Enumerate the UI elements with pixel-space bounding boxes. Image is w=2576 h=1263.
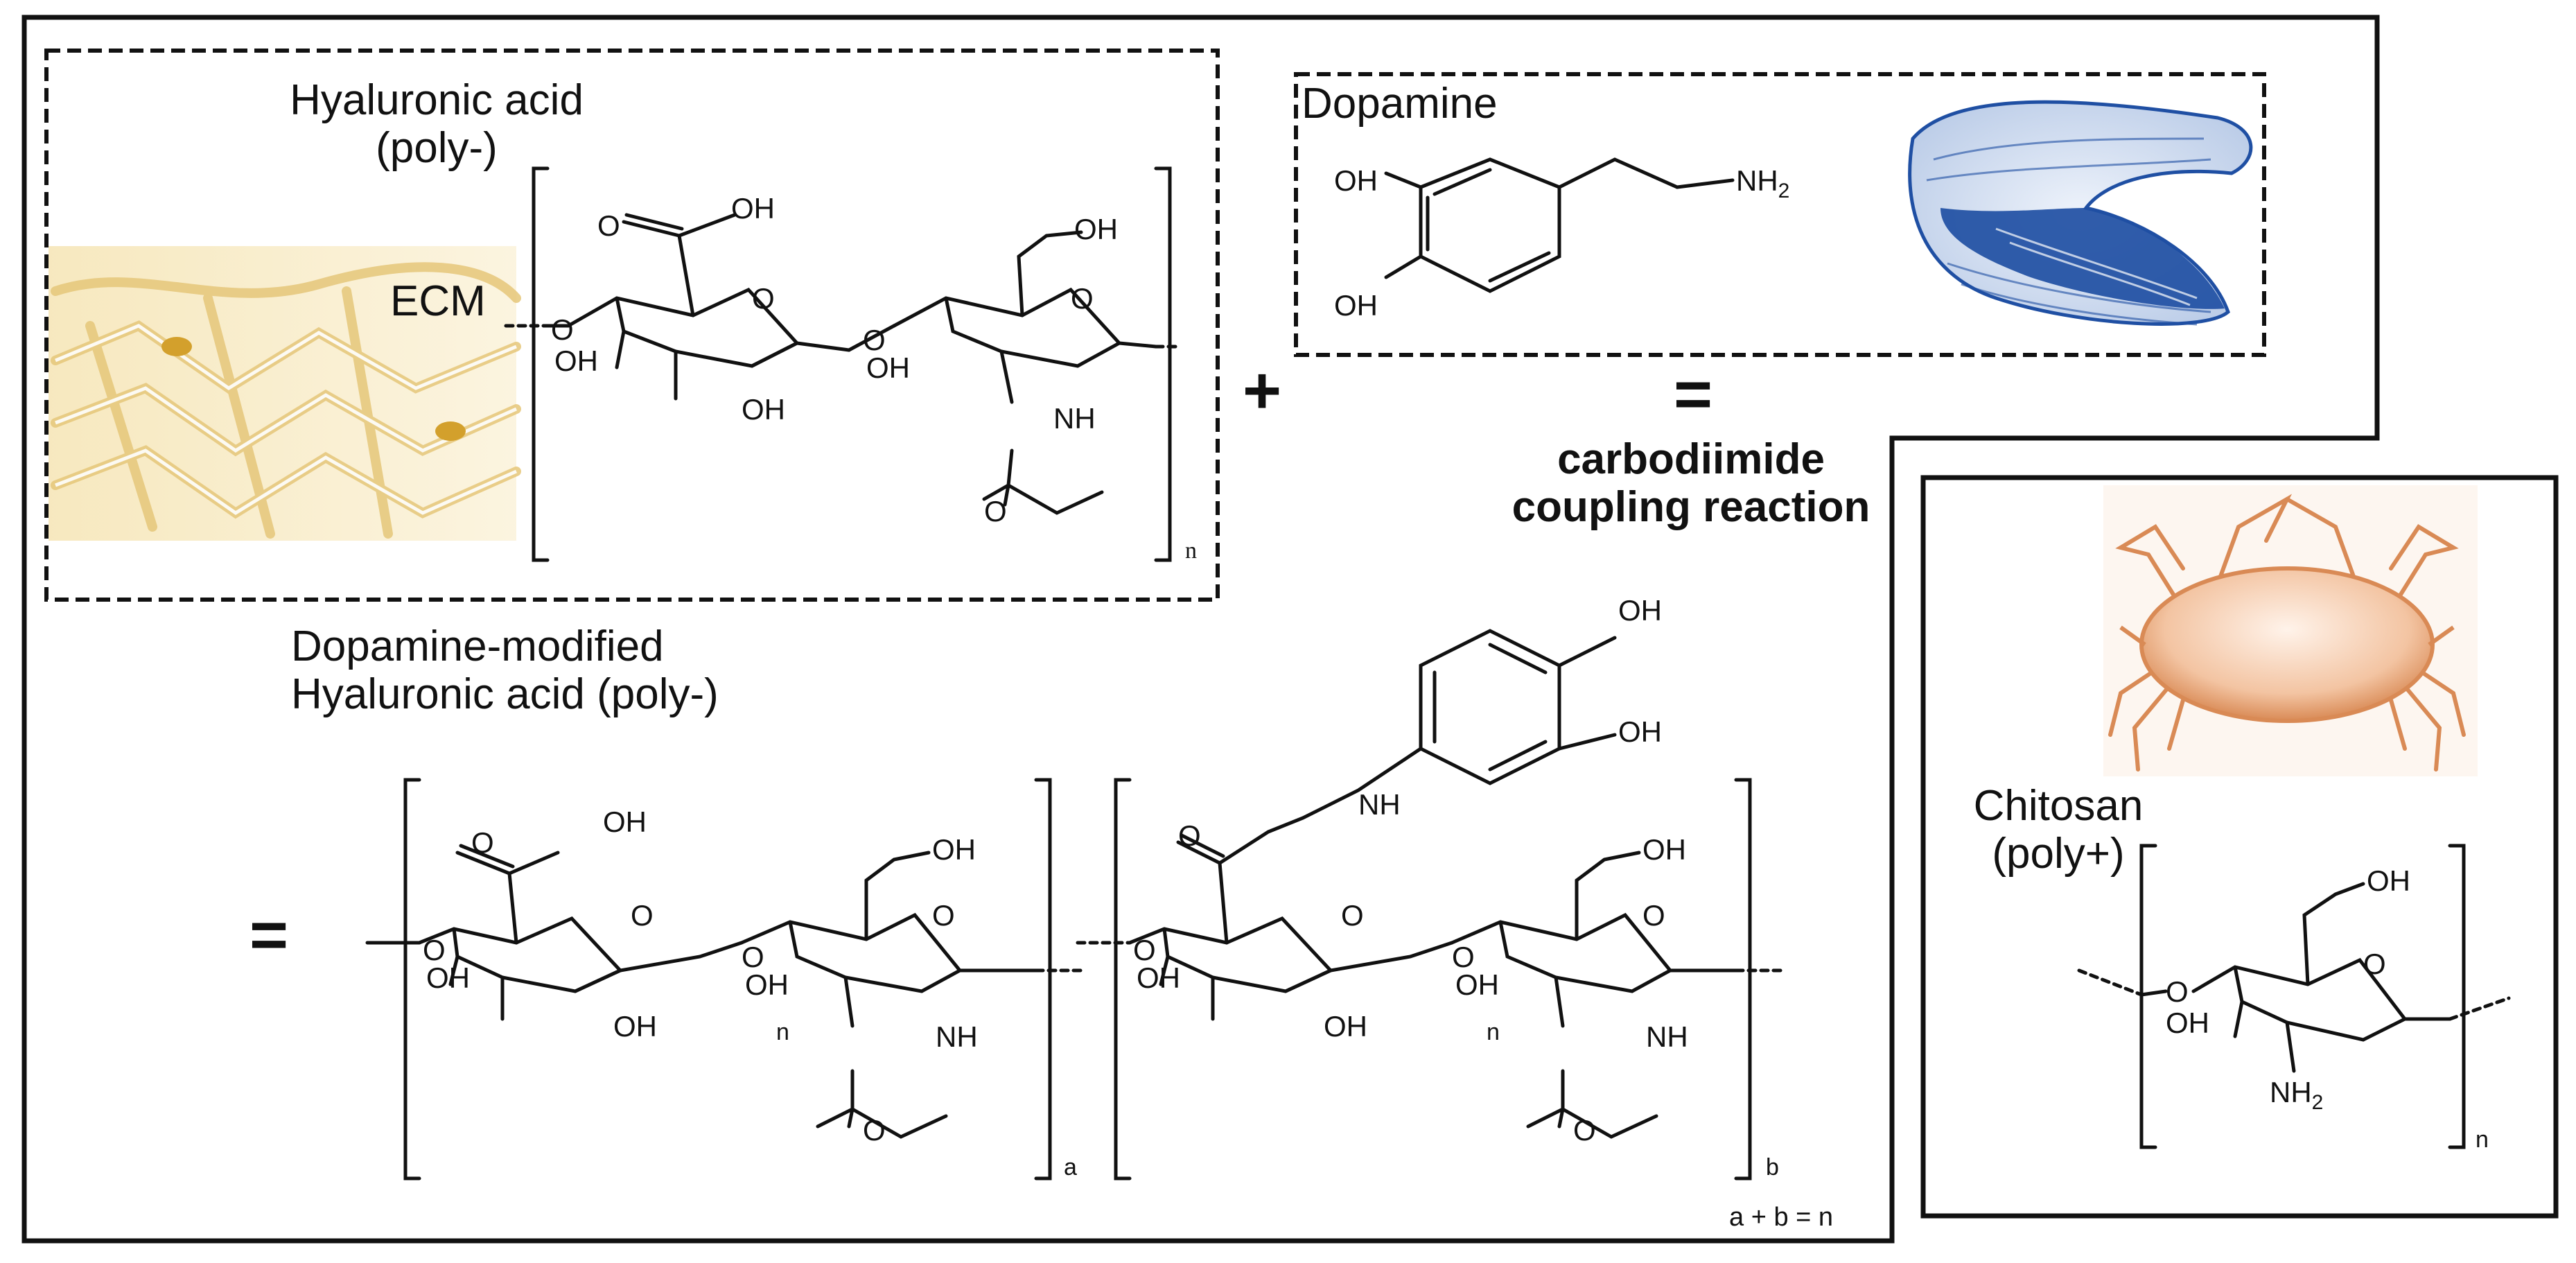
reaction-label: carbodiimide coupling reaction bbox=[1483, 435, 1899, 532]
mussel-illustration bbox=[1908, 100, 2253, 326]
mod-b-oh-2: OH bbox=[1324, 1010, 1367, 1043]
ha-amide-nh: NH bbox=[1053, 402, 1096, 435]
ha-oh-2: OH bbox=[742, 393, 785, 426]
mod-a-ring2-o: O bbox=[932, 899, 955, 932]
chitosan-repeat-n: n bbox=[2476, 1126, 2489, 1153]
mod-sum-label: a + b = n bbox=[1729, 1203, 1833, 1232]
mod-a-carbonyl-o: O bbox=[471, 826, 494, 859]
chitosan-frame bbox=[1920, 475, 2559, 1219]
mod-b-ring1-o: O bbox=[1341, 899, 1364, 932]
mod-b-catechol-oh-2: OH bbox=[1618, 715, 1662, 748]
ha-ring1-o: O bbox=[752, 282, 775, 315]
chitosan-nh2: NH2 bbox=[2270, 1076, 2323, 1114]
mod-b-ch2oh: OH bbox=[1642, 833, 1686, 866]
mod-b-amide-nh: NH bbox=[1646, 1020, 1688, 1053]
mod-b-link-o: O bbox=[1133, 934, 1156, 966]
hyaluronic-dashed-box bbox=[44, 49, 1220, 602]
ecm-illustration bbox=[49, 246, 521, 541]
dopamine-title: Dopamine bbox=[1302, 80, 1498, 128]
mod-a-inner-n: n bbox=[776, 1019, 789, 1045]
dopamine-dashed-box bbox=[1294, 72, 2266, 357]
mod-b-amide-carbonyl-o: O bbox=[1178, 819, 1201, 852]
mod-a-ch2oh: OH bbox=[932, 833, 976, 866]
mod-a-amide-nh: NH bbox=[936, 1020, 978, 1053]
hyaluronic-title-line2: (poly-) bbox=[376, 124, 498, 173]
ecm-label: ECM bbox=[390, 277, 486, 325]
mod-sub-b: b bbox=[1766, 1154, 1779, 1181]
mod-b-catechol-oh-1: OH bbox=[1618, 594, 1662, 627]
equals-sign-top: = bbox=[1674, 357, 1713, 431]
mod-b-ring2-o: O bbox=[1642, 899, 1665, 932]
ha-acid-oh: OH bbox=[731, 192, 775, 225]
mod-b-oh-3: OH bbox=[1137, 961, 1180, 994]
reaction-label-line1: carbodiimide bbox=[1557, 435, 1825, 483]
crab-illustration bbox=[2103, 485, 2478, 776]
mod-b-amide-nh-link: NH bbox=[1358, 788, 1401, 821]
mod-a-acid-oh: OH bbox=[603, 805, 647, 838]
reaction-label-line2: coupling reaction bbox=[1512, 483, 1870, 532]
chitosan-title: Chitosan (poly+) bbox=[1934, 782, 2183, 878]
dopamine-oh-bottom: OH bbox=[1334, 289, 1378, 322]
mod-a-ring1-o: O bbox=[631, 899, 654, 932]
ha-link-o-left: O bbox=[551, 313, 574, 346]
mod-a-glyco-o: O bbox=[742, 941, 764, 973]
main-frame bbox=[21, 15, 2380, 1244]
plus-sign: + bbox=[1243, 354, 1282, 428]
modified-title-line1: Dopamine-modified bbox=[291, 622, 664, 670]
mod-sub-a: a bbox=[1064, 1154, 1077, 1181]
ha-structure bbox=[504, 166, 1180, 562]
atom-labels: O OH O O OH OH O OH OH O NH O n OH OH NH… bbox=[423, 164, 2489, 1232]
equals-sign-bottom: = bbox=[249, 898, 289, 972]
dopamine-modified-ha-structure bbox=[365, 629, 1783, 1181]
chitosan-title-line1: Chitosan bbox=[1973, 782, 2144, 830]
mod-a-oh-4: OH bbox=[745, 968, 789, 1001]
ha-amide-o: O bbox=[984, 495, 1007, 528]
hyaluronic-title: Hyaluronic acid (poly-) bbox=[263, 76, 610, 173]
dopamine-structure bbox=[1384, 157, 1735, 293]
mod-b-glyco-o: O bbox=[1452, 941, 1475, 973]
mod-a-oh-3: OH bbox=[426, 961, 470, 994]
ha-ch2oh: OH bbox=[1074, 213, 1118, 245]
modified-title: Dopamine-modified Hyaluronic acid (poly-… bbox=[291, 622, 719, 719]
chitosan-link-o: O bbox=[2166, 975, 2189, 1008]
ha-glyco-o: O bbox=[863, 324, 886, 356]
dopamine-oh-top: OH bbox=[1334, 164, 1378, 197]
ha-carbonyl-o: O bbox=[597, 209, 620, 242]
modified-title-line2: Hyaluronic acid (poly-) bbox=[291, 670, 719, 719]
chitosan-ring-o: O bbox=[2363, 948, 2386, 980]
chitosan-title-line2: (poly+) bbox=[1992, 830, 2125, 878]
mod-a-oh-2: OH bbox=[613, 1010, 657, 1043]
mod-b-amide-o: O bbox=[1573, 1114, 1596, 1147]
dopamine-nh2: NH2 bbox=[1736, 164, 1789, 202]
mod-a-link-o: O bbox=[423, 934, 446, 966]
hyaluronic-title-line1: Hyaluronic acid bbox=[290, 76, 584, 124]
ha-oh-3: OH bbox=[554, 345, 598, 377]
ha-repeat-n: n bbox=[1185, 538, 1197, 564]
chitosan-ch2oh: OH bbox=[2367, 864, 2410, 897]
chitosan-structure bbox=[2077, 844, 2511, 1149]
mod-b-oh-4: OH bbox=[1455, 968, 1499, 1001]
mod-b-inner-n: n bbox=[1487, 1019, 1500, 1045]
chitosan-oh-3: OH bbox=[2166, 1007, 2209, 1039]
ha-ring2-o: O bbox=[1071, 282, 1094, 315]
mod-a-amide-o: O bbox=[863, 1114, 886, 1147]
ha-oh-4: OH bbox=[866, 351, 910, 384]
